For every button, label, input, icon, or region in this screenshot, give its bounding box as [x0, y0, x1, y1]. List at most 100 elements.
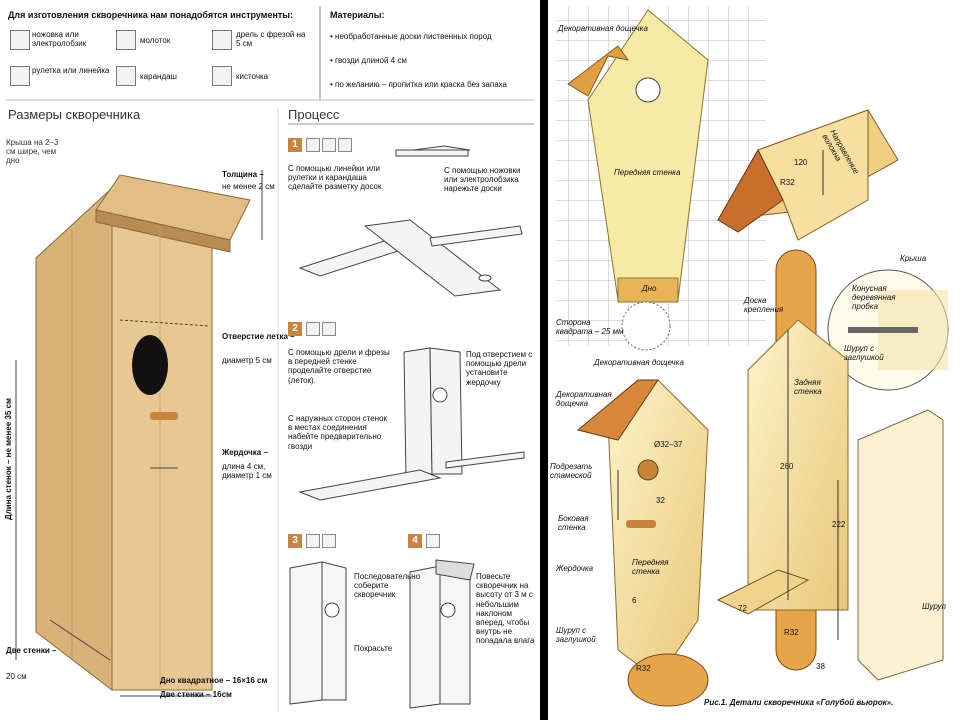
saw-icon [338, 138, 352, 152]
label-mount-board: Доска крепления [744, 296, 784, 315]
label-front-wall-top: Передняя стенка [614, 168, 681, 177]
step2-text-a: С помощью дрели и фрезы в передней стенк… [288, 348, 390, 385]
step2-drawing [298, 347, 525, 501]
label-square-side: Сторона квадрата – 25 мм [556, 318, 624, 337]
label-side-wall: Боковая стенка [558, 514, 589, 533]
tool-hammer: молоток [140, 36, 171, 45]
label-screw-cap: Шуруп с заглушкой [844, 344, 884, 363]
step2-text-b: Под отверстием с помощью дрели установит… [466, 350, 533, 387]
label-r32-b: R32 [784, 628, 799, 637]
step2-badge: 2 [288, 322, 302, 336]
step3-drawing [289, 561, 347, 705]
material-1-text: необработанные доски лиственных пород [335, 32, 492, 41]
tool-pencil: карандаш [140, 72, 177, 81]
two-walls-title: Две стенки – [6, 646, 57, 655]
label-r32-roof: R32 [780, 178, 795, 187]
two-walls-b: Две стенки – 16см [160, 690, 232, 699]
saw-icon [10, 30, 30, 50]
hole-value: диаметр 5 см [222, 356, 272, 365]
step2-text-c: С наружных сторон стенок в местах соедин… [288, 414, 388, 451]
tools-title: Для изготовления скворечника нам понадоб… [8, 10, 293, 20]
hammer-icon [306, 534, 320, 548]
step4-text-a: Повесьте скворечник на высоту от 3 м с н… [476, 572, 535, 646]
step3-badge: 3 [288, 534, 302, 548]
step4-drawing [409, 559, 475, 709]
step3-text-b: Покрасьте [354, 644, 393, 653]
label-deco-left: Декоративная дощечка [556, 390, 612, 409]
label-dim-260: 260 [780, 462, 794, 471]
label-screw: Шуруп [922, 602, 946, 611]
label-deco-top: Декоративная дощечка [558, 24, 648, 33]
parts-diagram-panel: Декоративная дощечка Передняя стенка Дно… [548, 0, 960, 720]
birdhouse-drawing [15, 170, 263, 697]
bottom-value: 16×16 см [232, 676, 268, 685]
perch-value: длина 4 см, диаметр 1 см [222, 462, 272, 481]
left-illustrations [6, 6, 534, 712]
label-dim-72: 72 [738, 604, 747, 613]
thickness-value: не менее 2 см [222, 182, 275, 191]
material-2: • гвозди длиной 4 см [330, 56, 407, 65]
pencil-icon [322, 138, 336, 152]
material-1: • необработанные доски лиственных пород [330, 32, 492, 41]
label-front-wall: Передняя стенка [632, 558, 669, 577]
hammer-icon [426, 534, 440, 548]
bottom-dims: Дно квадратное – 16×16 см [160, 676, 267, 685]
tool-brush: кисточка [236, 72, 269, 81]
label-deco-mid: Декоративная дощечка [594, 358, 684, 367]
step1-badge: 1 [288, 138, 302, 152]
material-2-text: гвозди длиной 4 см [335, 56, 407, 65]
thickness-title: Толщина – [222, 170, 264, 179]
material-3-text: по желанию – пропитка или краска без зап… [335, 80, 507, 89]
label-trimmed: Подрезать стамеской [550, 462, 593, 481]
two-walls-b-title: Две стенки – [160, 690, 211, 699]
material-3: • по желанию – пропитка или краска без з… [330, 80, 507, 89]
ruler-icon [306, 138, 320, 152]
step1-text-a: С помощью линейки или рулетки и карандаш… [288, 164, 382, 192]
perch-peg [150, 412, 178, 420]
label-dim-6: 6 [632, 596, 637, 605]
label-roof: Крыша [900, 254, 927, 263]
tape-measure-icon [10, 66, 30, 86]
back-wall [747, 319, 849, 611]
perch-title: Жердочка – [222, 448, 268, 457]
figure-caption: Рис.1. Детали скворечника «Голубой вьюро… [704, 698, 894, 707]
brush-icon [322, 534, 336, 548]
hole-title: Отверстие летка – [222, 332, 295, 341]
label-back-wall: Задняя стенка [794, 378, 822, 397]
materials-title: Материалы: [330, 10, 385, 20]
label-hole-d: Ø32–37 [654, 440, 683, 449]
instructions-panel: Для изготовления скворечника нам понадоб… [0, 0, 540, 720]
step1-drawing [298, 145, 523, 297]
process-title: Процесс [288, 107, 340, 122]
step1-text-b: С помощью ножовки или электролобзика нар… [444, 166, 521, 194]
roof-note: Крыша на 2–3 см шире, чем дно [6, 138, 59, 166]
two-walls-b-value: 16см [212, 690, 232, 699]
label-dim-32: 32 [656, 496, 665, 505]
label-dim-222: 222 [832, 520, 846, 529]
label-r32-a: R32 [636, 664, 651, 673]
label-screw-cap2: Шуруп с заглушкой [556, 626, 596, 645]
wall-length: Длина стенок – не менее 35 см [4, 398, 13, 520]
two-walls-value: 20 см [6, 672, 27, 681]
tool-saw: ножовка или электролобзик [32, 30, 87, 49]
label-plug: Конусная деревянная пробка [852, 284, 896, 312]
pencil-icon [116, 66, 136, 86]
brush-icon [212, 66, 232, 86]
hammer-icon [322, 322, 336, 336]
tool-drill: дрель с фрезой на 5 см [236, 30, 306, 49]
hammer-icon [116, 30, 136, 50]
label-dim-120: 120 [794, 158, 808, 167]
step3-text-a: Последовательно соберите скворечник [354, 572, 421, 600]
drill-icon [306, 322, 320, 336]
label-perch: Жердочка [556, 564, 594, 573]
bottom-title: Дно квадратное – [160, 676, 231, 685]
label-dim-38: 38 [816, 662, 825, 671]
step4-badge: 4 [408, 534, 422, 548]
side-panel [857, 409, 944, 681]
tool-tape: рулетка или линейка [32, 66, 110, 75]
drill-icon [212, 30, 232, 50]
roof-part [717, 109, 899, 241]
label-bottom-top: Дно [642, 284, 657, 293]
parts-illustration [556, 6, 949, 707]
dims-title: Размеры скворечника [8, 107, 141, 122]
